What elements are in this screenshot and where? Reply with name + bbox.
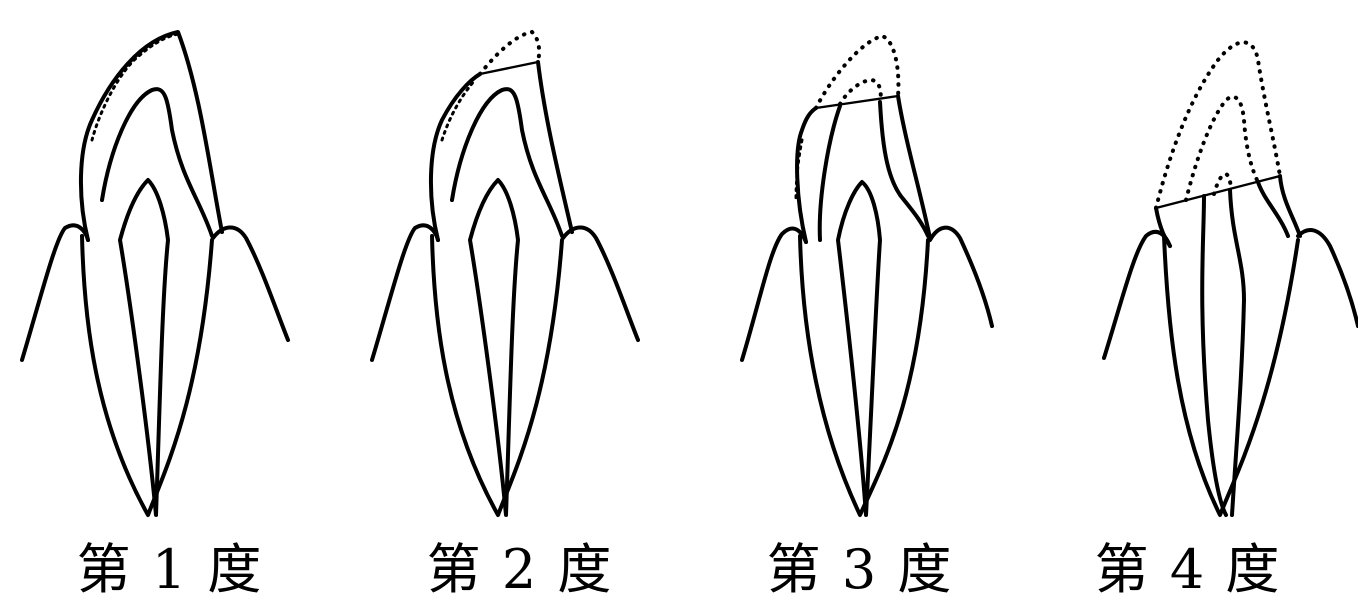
- crown-outline-right: [898, 96, 930, 238]
- gingiva-right: [1298, 230, 1358, 326]
- crown-outline-remaining: [431, 74, 480, 240]
- figure-degree-4: 第 4 度: [1018, 0, 1358, 609]
- figure-degree-3: 第 3 度: [690, 0, 1030, 609]
- pulp-canal: [470, 180, 518, 515]
- figure-degree-1: 第 1 度: [0, 0, 340, 609]
- gingiva-right: [930, 228, 992, 326]
- pulp-canal: [120, 180, 168, 515]
- enamel-fracture-marks: [92, 34, 178, 140]
- gingiva-left: [1104, 232, 1170, 358]
- fracture-line: [816, 96, 898, 108]
- tooth-drawing-3: [690, 0, 1030, 609]
- label-degree-1: 第 1 度: [0, 540, 340, 600]
- tooth-drawing-2: [350, 0, 690, 609]
- figure-degree-2: 第 2 度: [350, 0, 690, 609]
- gingiva-right: [563, 227, 638, 340]
- dentin-line: [102, 89, 212, 236]
- gingiva-left: [22, 225, 88, 360]
- fracture-line: [480, 62, 538, 74]
- tooth-drawing-4: [1018, 0, 1358, 609]
- label-degree-2: 第 2 度: [350, 540, 690, 600]
- root-outline: [432, 236, 562, 515]
- missing-crown-dotted: [1156, 42, 1280, 208]
- label-degree-4: 第 4 度: [1018, 540, 1358, 600]
- tooth-drawing-1: [0, 0, 340, 609]
- pulp-canal: [838, 182, 880, 515]
- root-outline: [1164, 236, 1298, 515]
- gingiva-left: [372, 225, 438, 360]
- pulp-canal-left: [1202, 196, 1226, 515]
- dentin-line-left: [820, 106, 840, 240]
- crown-outline-remaining: [797, 108, 816, 242]
- root-outline: [82, 236, 212, 515]
- crown-outline-right: [538, 62, 572, 232]
- label-degree-3: 第 3 度: [690, 540, 1030, 600]
- gingiva-left: [742, 229, 806, 360]
- gingiva-right: [213, 227, 288, 340]
